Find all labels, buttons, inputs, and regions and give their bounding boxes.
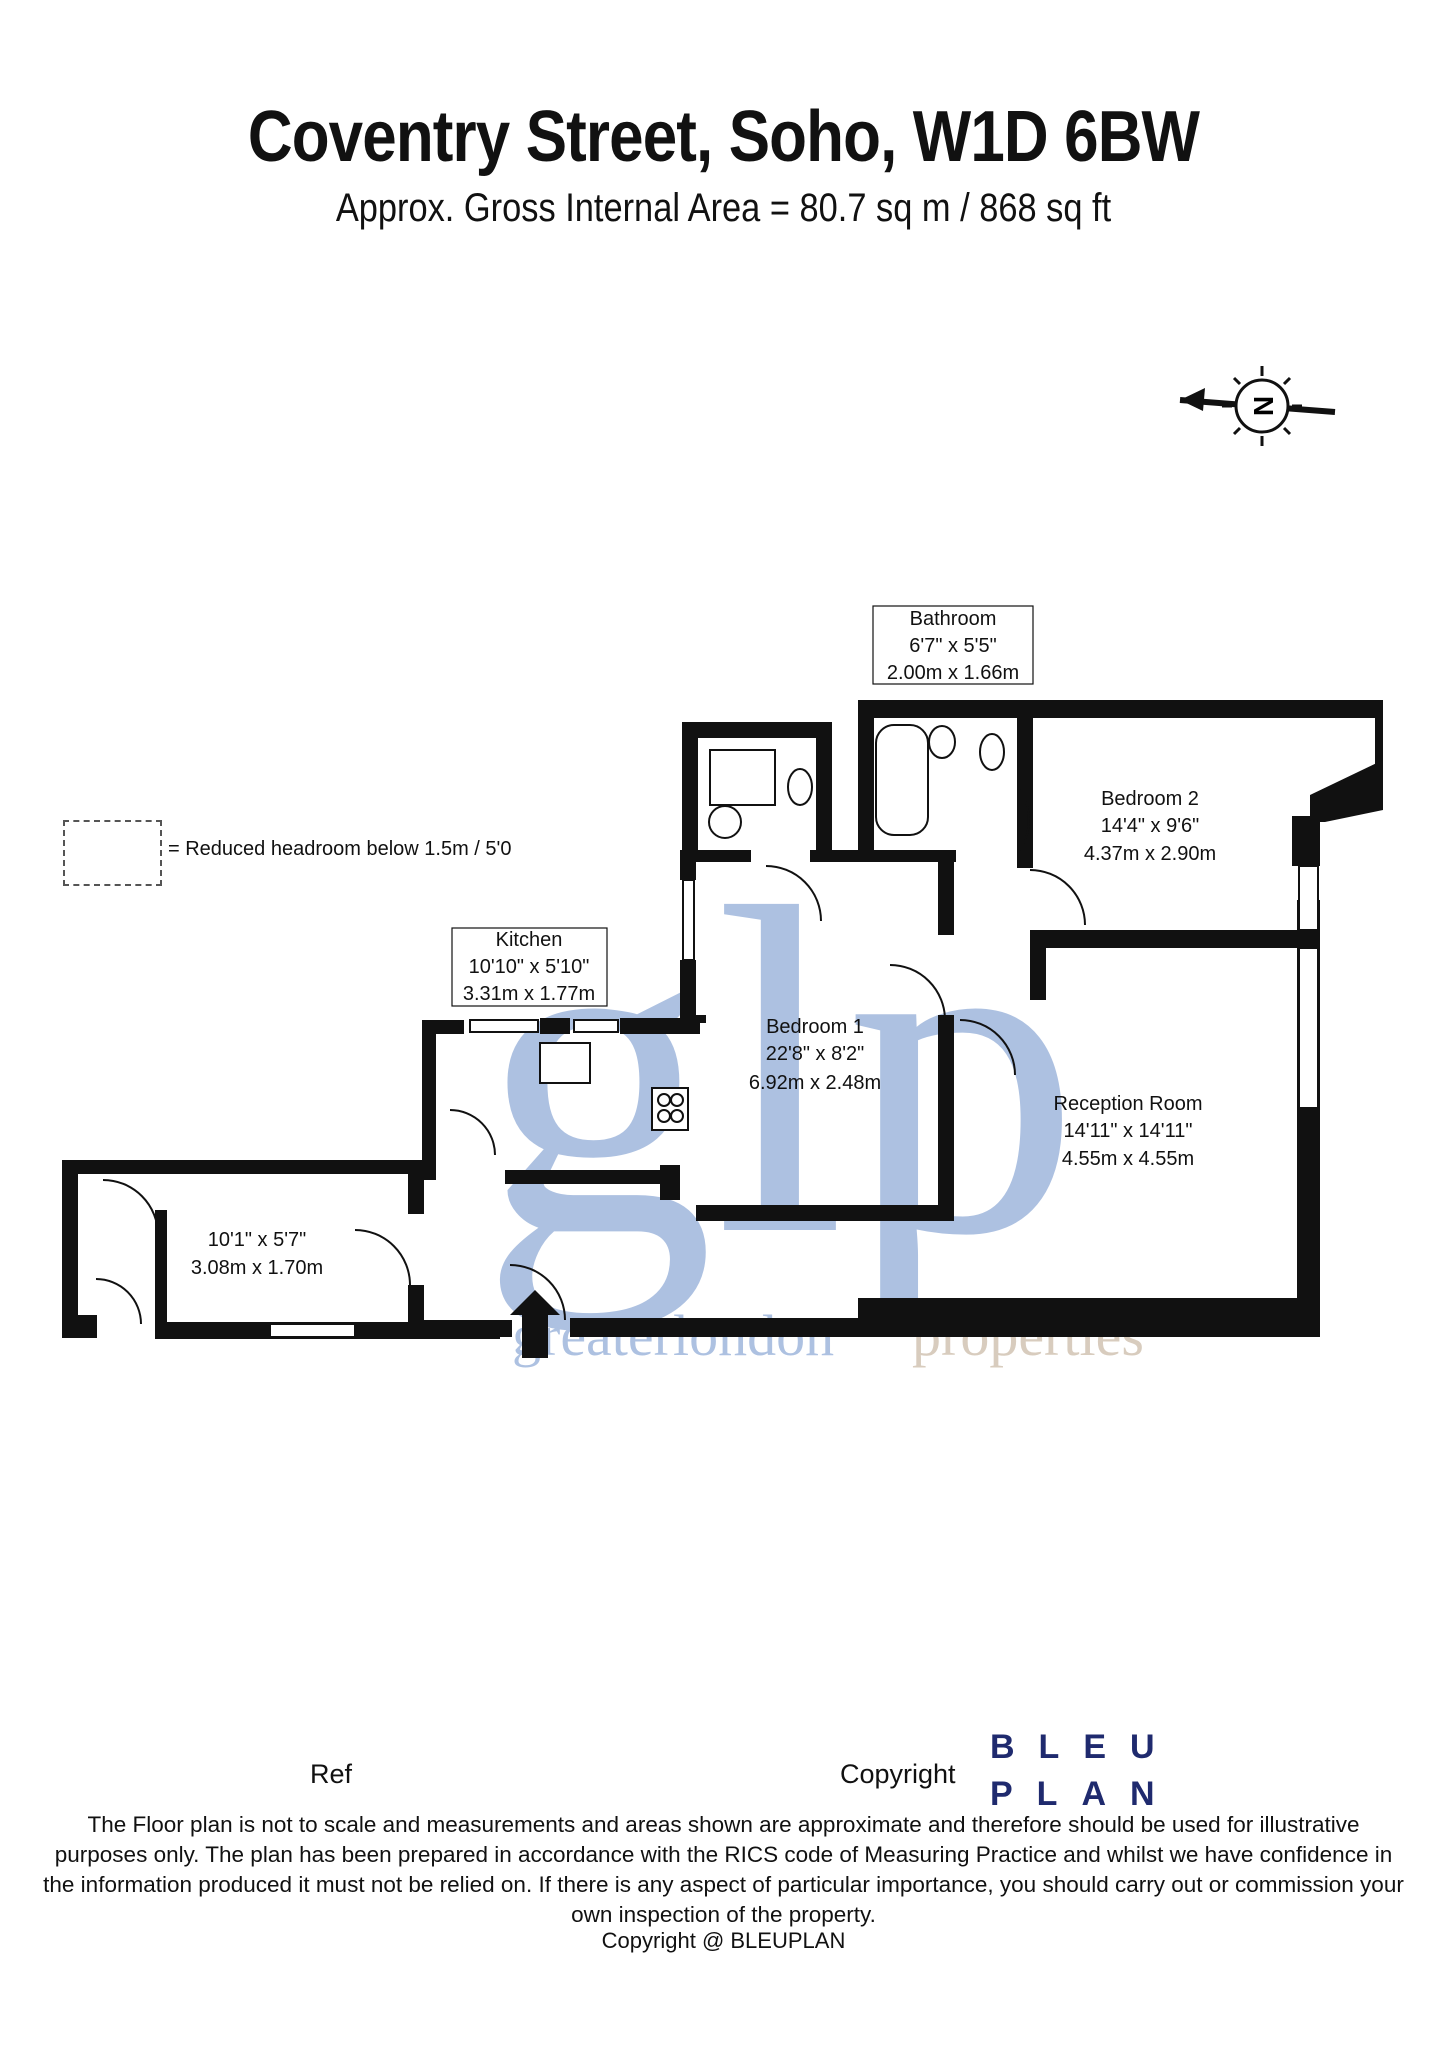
bedroom2-metric: 4.37m x 2.90m [1084, 843, 1216, 865]
windows [269, 865, 1319, 1338]
bathroom-metric: 2.00m x 1.66m [887, 662, 1019, 684]
entrance-metric: 3.08m x 1.70m [191, 1257, 323, 1279]
area-subtitle: Approx. Gross Internal Area = 80.7 sq m … [335, 186, 1112, 230]
compass-north-label: N [1248, 396, 1279, 416]
kitchen-imperial: 10'10" x 5'10" [469, 956, 590, 978]
bedroom1-metric: 6.92m x 2.48m [749, 1072, 881, 1094]
reception-name: Reception Room [1054, 1093, 1203, 1115]
room-entrance-hall: 10'1" x 5'7" 3.08m x 1.70m [191, 1229, 323, 1279]
bedroom2-name: Bedroom 2 [1101, 788, 1199, 810]
logo-line-1: BLEU [990, 1728, 1179, 1766]
entrance-imperial: 10'1" x 5'7" [208, 1229, 307, 1251]
copyright-notice: Copyright @ BLEUPLAN [601, 1928, 846, 1953]
room-kitchen: Kitchen 10'10" x 5'10" 3.31m x 1.77m [451, 927, 608, 1007]
room-bedroom-2: Bedroom 2 14'4" x 9'6" 4.37m x 2.90m [1084, 788, 1216, 865]
door-swings [95, 789, 1086, 1325]
reduced-headroom-label: = Reduced headroom below 1.5m / 5'0 [168, 838, 512, 860]
entrance-arrow-icon [510, 1290, 560, 1358]
bathroom-name: Bathroom [910, 608, 997, 630]
kitchen-name: Kitchen [496, 929, 563, 951]
reception-metric: 4.55m x 4.55m [1062, 1148, 1194, 1170]
bathroom-imperial: 6'7" x 5'5" [909, 635, 996, 657]
plan-title: Coventry Street, Soho, W1D 6BW [247, 97, 1200, 177]
ref-label: Ref [310, 1759, 353, 1789]
disclaimer-text: The Floor plan is not to scale and measu… [43, 1812, 1404, 1927]
kitchen-metric: 3.31m x 1.77m [463, 983, 595, 1005]
bedroom1-imperial: 22'8" x 8'2" [766, 1043, 865, 1065]
room-bedroom-1: Bedroom 1 22'8" x 8'2" 6.92m x 2.48m [749, 1016, 881, 1094]
bleuplan-logo: BLEU PLAN [990, 1724, 1170, 1818]
reception-imperial: 14'11" x 14'11" [1064, 1120, 1193, 1142]
copyright-label: Copyright [840, 1759, 956, 1789]
bedroom1-name: Bedroom 1 [766, 1016, 864, 1038]
logo-line-2: PLAN [990, 1775, 1179, 1813]
fixtures [539, 724, 1005, 1131]
room-reception: Reception Room 14'11" x 14'11" 4.55m x 4… [1054, 1093, 1203, 1170]
compass-icon: N [1179, 366, 1336, 446]
room-bathroom: Bathroom 6'7" x 5'5" 2.00m x 1.66m [872, 605, 1034, 685]
reduced-headroom-swatch [63, 820, 162, 886]
bedroom2-imperial: 14'4" x 9'6" [1101, 815, 1200, 837]
